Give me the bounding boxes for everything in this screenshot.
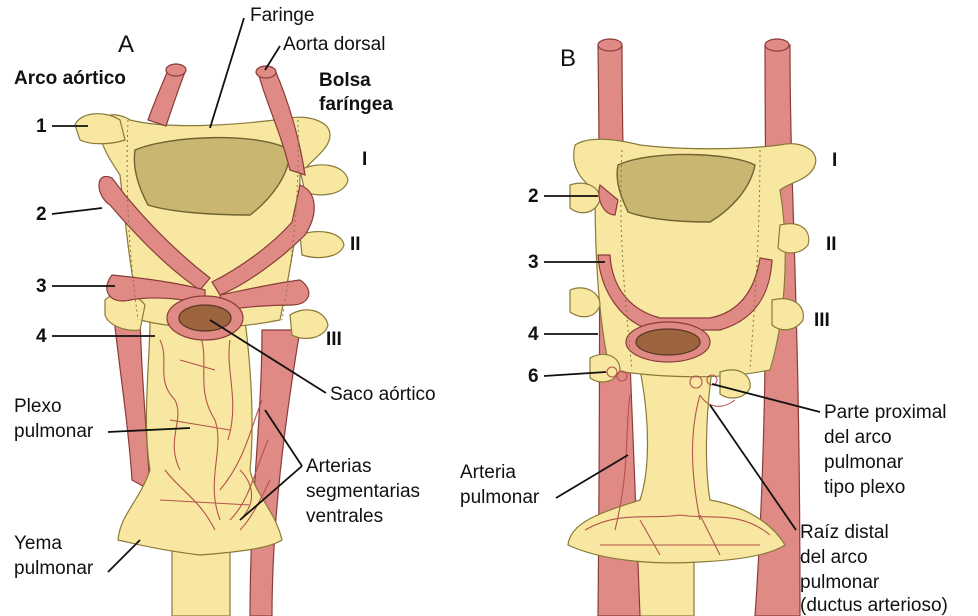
panel-a-aortic-sac — [179, 305, 231, 331]
panel-b-illustration — [568, 39, 816, 616]
panel-b-right-aorta-opening — [765, 39, 789, 51]
label-b-roman-III: III — [814, 310, 830, 331]
label-a-roman-III: III — [326, 329, 342, 350]
label-yema-pulmonar: pulmonar — [14, 558, 94, 579]
label-raiz-pulmonar: pulmonar — [800, 572, 880, 593]
label-a-1: 1 — [36, 116, 47, 137]
label-raiz-ductus: (ductus arterioso) — [800, 595, 948, 616]
label-b-6: 6 — [528, 366, 539, 387]
label-aorta-dorsal: Aorta dorsal — [283, 34, 385, 55]
label-b-2: 2 — [528, 186, 539, 207]
label-b-4: 4 — [528, 324, 539, 345]
label-saco-aortico: Saco aórtico — [330, 384, 436, 405]
label-parte-pulmonar: pulmonar — [824, 452, 904, 473]
panel-b-pouch-6-right — [720, 370, 750, 398]
leader-yema — [108, 540, 140, 572]
label-arteria: Arteria — [460, 462, 516, 483]
label-b-3: 3 — [528, 252, 539, 273]
label-segmentarias: segmentarias — [306, 481, 420, 502]
panel-a-left-aorta-top — [148, 70, 185, 126]
leader-faringe — [210, 18, 244, 128]
label-plexo-pulmonar: pulmonar — [14, 421, 94, 442]
label-parte-tipo-plexo: tipo plexo — [824, 477, 905, 498]
label-arco-aortico: Arco aórtico — [14, 68, 126, 89]
panel-a-pouch-II — [300, 232, 344, 258]
label-faringe: Faringe — [250, 5, 314, 26]
label-arterias: Arterias — [306, 456, 371, 477]
panel-a-left-aorta-opening — [166, 64, 186, 76]
label-a-3: 3 — [36, 276, 47, 297]
label-raiz-del-arco: del arco — [800, 547, 868, 568]
panel-a-letter: A — [118, 31, 134, 58]
panel-b-left-aorta-opening — [598, 39, 622, 51]
label-parte-del-arco: del arco — [824, 427, 892, 448]
label-b-roman-II: II — [826, 234, 837, 255]
label-a-roman-I: I — [362, 149, 367, 170]
label-plexo: Plexo — [14, 396, 62, 417]
panel-b-pouch-left-lower — [570, 288, 600, 317]
label-bolsa: Bolsa — [319, 70, 371, 91]
label-a-4: 4 — [36, 326, 47, 347]
panel-a-illustration — [75, 64, 348, 616]
leader-a-2 — [52, 208, 102, 214]
panel-b-pouch-II — [778, 224, 809, 253]
label-raiz-distal: Raíz distal — [800, 522, 889, 543]
label-b-roman-I: I — [832, 150, 837, 171]
label-arteria-pulmonar: pulmonar — [460, 487, 540, 508]
panel-a-pouch-III — [290, 310, 328, 339]
panel-a-pouch-1 — [75, 114, 125, 144]
leader-aorta-dorsal — [265, 46, 280, 70]
label-a-2: 2 — [36, 204, 47, 225]
panel-b-pouch-III — [772, 299, 803, 330]
panel-b-letter: B — [560, 45, 576, 72]
label-yema: Yema — [14, 533, 62, 554]
label-a-roman-II: II — [350, 234, 361, 255]
label-ventrales: ventrales — [306, 506, 383, 527]
panel-b-aortic-sac — [636, 329, 700, 355]
label-faringea: faríngea — [319, 94, 393, 115]
label-parte-proximal: Parte proximal — [824, 402, 947, 423]
